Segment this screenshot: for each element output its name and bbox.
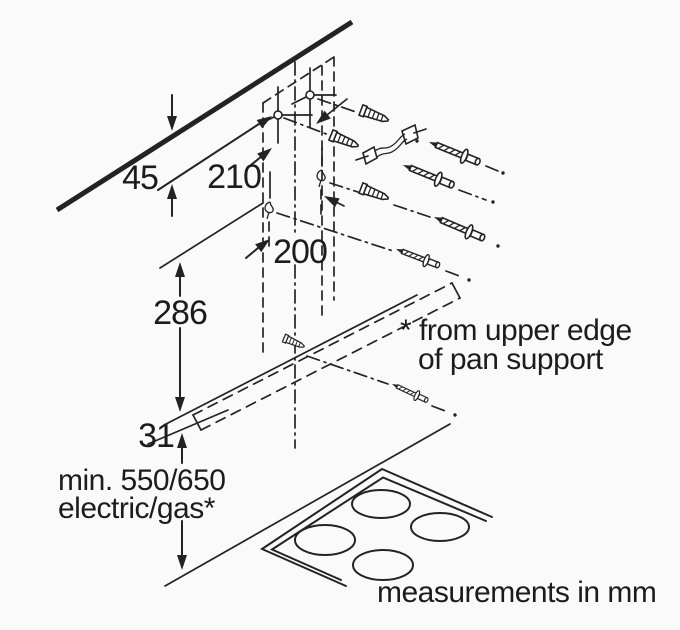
- dim-min-clearance: min. 550/650 electric/gas*: [58, 433, 226, 570]
- wall-plug-icon-1: [358, 104, 391, 127]
- screw-icon-5: [389, 378, 431, 407]
- wall-plug-icon-rail: [281, 333, 307, 351]
- dim-286: 286: [153, 202, 264, 412]
- dim-31: 31: [138, 409, 229, 455]
- axis-arrow-lower-right: [321, 191, 345, 208]
- dim-45-label: 45: [122, 159, 158, 197]
- screw-icon-1: [425, 134, 484, 171]
- footnote: * from upper edge of pan support: [400, 314, 632, 376]
- mounting-bracket-icon: [355, 123, 427, 166]
- burner-front: [352, 549, 414, 581]
- screw-icon-2: [399, 157, 458, 194]
- burner-right: [410, 512, 470, 542]
- mounting-hook-icon-right: [316, 147, 326, 219]
- wall-plug-icon-3: [358, 182, 391, 205]
- dim-210-label: 210: [207, 158, 261, 196]
- min-clearance-label-2: electric/gas*: [58, 492, 216, 525]
- burner-back: [351, 489, 411, 519]
- screw-icon-4: [393, 242, 443, 273]
- fastener-axis-lines: [276, 98, 505, 417]
- drill-hole-top-right: [291, 67, 337, 128]
- ceiling-line: [55, 19, 354, 213]
- footnote-line-1: * from upper edge: [400, 314, 632, 347]
- drill-hole-top-left: [259, 86, 313, 144]
- hob-outline: [259, 467, 493, 587]
- hood-bottom-edge-line: [165, 294, 418, 425]
- mounting-hook-icon-left: [264, 171, 274, 249]
- dim-45: 45: [122, 94, 275, 217]
- footnote-line-2: of pan support: [418, 343, 604, 376]
- pan-support-reference-line: [164, 423, 451, 587]
- dim-200: 200: [245, 233, 328, 271]
- axis-arrow-top-right: [312, 98, 348, 128]
- units-note: measurements in mm: [377, 576, 656, 609]
- dim-31-label: 31: [138, 417, 174, 455]
- hood-chimney-outline: [262, 56, 335, 358]
- burner-left: [294, 524, 356, 556]
- screw-icon-3: [430, 209, 489, 246]
- dim-286-label: 286: [153, 294, 207, 332]
- min-clearance-label-1: min. 550/650: [58, 464, 225, 497]
- dim-200-label: 200: [273, 233, 327, 271]
- dim-210: 210: [207, 144, 276, 196]
